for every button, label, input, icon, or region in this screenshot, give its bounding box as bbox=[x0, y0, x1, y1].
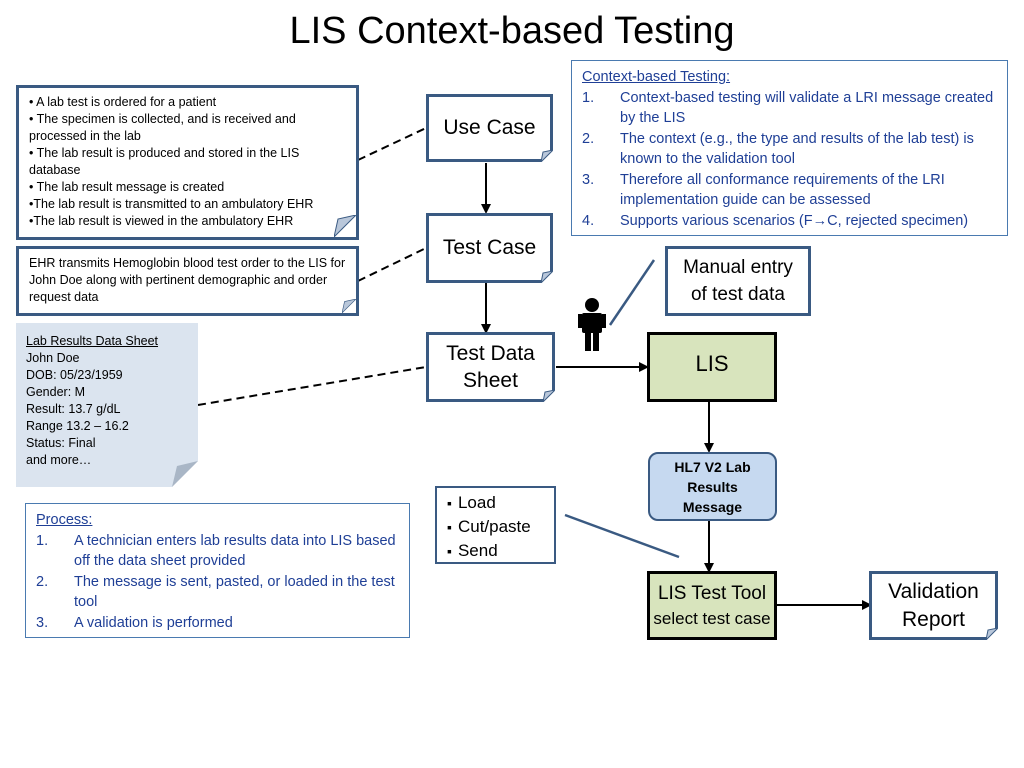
process-box: Process: 1.A technician enters lab resul… bbox=[25, 503, 410, 638]
page-fold-icon bbox=[342, 299, 356, 313]
process-list-item: 3.A validation is performed bbox=[36, 614, 233, 631]
data-sheet-line: John Doe bbox=[26, 351, 80, 365]
data-sheet-heading: Lab Results Data Sheet bbox=[26, 334, 159, 348]
test-case-box: Test Case bbox=[426, 213, 553, 283]
manual-entry-connector bbox=[608, 259, 656, 326]
lis-test-tool-label: LIS Test Tool bbox=[657, 582, 767, 604]
test-case-note-connector bbox=[357, 247, 427, 282]
page-title: LIS Context-based Testing bbox=[289, 10, 735, 52]
context-list-item: 2.The context (e.g., the type and result… bbox=[582, 130, 974, 168]
hl7-message-label: HL7 V2 Lab Results Message bbox=[674, 458, 751, 515]
manual-entry-label: Manual entry of test data bbox=[683, 257, 793, 305]
page-fold-icon bbox=[334, 215, 356, 237]
test-case-note-text: EHR transmits Hemoglobin blood test orde… bbox=[29, 256, 346, 304]
data-sheet-line: Result: 13.7 g/dL bbox=[26, 402, 121, 416]
load-option: Send bbox=[447, 539, 544, 563]
page-fold-icon bbox=[986, 628, 998, 640]
data-sheet-line: and more… bbox=[26, 453, 92, 467]
process-box-heading: Process: bbox=[36, 512, 93, 528]
use-case-note-item: • A lab test is ordered for a patient bbox=[29, 95, 217, 109]
data-sheet-line: Status: Final bbox=[26, 436, 96, 450]
load-option: Cut/paste bbox=[447, 515, 544, 539]
page-fold-icon bbox=[541, 150, 553, 162]
context-box-heading: Context-based Testing: bbox=[582, 69, 731, 85]
load-option: Load bbox=[447, 491, 544, 515]
data-sheet-line: Range 13.2 – 16.2 bbox=[26, 419, 129, 433]
use-case-box: Use Case bbox=[426, 94, 553, 162]
use-case-label: Use Case bbox=[443, 116, 536, 140]
use-case-note-item: •The lab result is transmitted to an amb… bbox=[29, 197, 314, 211]
test-case-label: Test Case bbox=[442, 236, 537, 260]
lis-label: LIS bbox=[695, 351, 729, 376]
manual-entry-box: Manual entry of test data bbox=[665, 246, 811, 316]
page-fold-icon bbox=[541, 271, 553, 283]
test-data-sheet-box: Test Data Sheet bbox=[426, 332, 555, 402]
context-list-item: 1.Context-based testing will validate a … bbox=[582, 89, 994, 127]
use-case-note-item: • The lab result message is created bbox=[29, 180, 225, 194]
use-case-note-item: •The lab result is viewed in the ambulat… bbox=[29, 214, 294, 228]
data-sheet-line: DOB: 05/23/1959 bbox=[26, 368, 123, 382]
process-list-item: 1.A technician enters lab results data i… bbox=[36, 532, 396, 570]
lis-box: LIS bbox=[647, 332, 777, 402]
lis-test-tool-box: LIS Test Tool select test case bbox=[647, 571, 777, 640]
data-sheet-line: Gender: M bbox=[26, 385, 86, 399]
context-list-item: 4.Supports various scenarios (F→C, rejec… bbox=[582, 212, 969, 229]
context-based-testing-box: Context-based Testing: 1.Context-based t… bbox=[571, 60, 1008, 236]
validation-report-box: Validation Report bbox=[869, 571, 998, 640]
test-case-note: EHR transmits Hemoglobin blood test orde… bbox=[16, 246, 359, 316]
load-box-connector bbox=[564, 513, 680, 559]
lab-results-data-sheet: Lab Results Data Sheet John Doe DOB: 05/… bbox=[16, 323, 198, 487]
context-list-item: 3.Therefore all conformance requirements… bbox=[582, 171, 945, 209]
page-fold-icon bbox=[172, 461, 198, 487]
use-case-note-item: • The specimen is collected, and is rece… bbox=[29, 112, 296, 143]
load-options-box: Load Cut/paste Send bbox=[435, 486, 556, 564]
test-data-sheet-label: Test Data Sheet bbox=[446, 341, 535, 392]
hl7-message-box: HL7 V2 Lab Results Message bbox=[648, 452, 777, 521]
person-icon bbox=[578, 298, 606, 351]
use-case-note-item: • The lab result is produced and stored … bbox=[29, 146, 300, 177]
select-test-case-label: select test case bbox=[653, 608, 771, 628]
validation-report-label: Validation Report bbox=[888, 580, 979, 631]
use-case-note-connector bbox=[357, 127, 427, 161]
use-case-note: • A lab test is ordered for a patient • … bbox=[16, 85, 359, 240]
page-fold-icon bbox=[543, 390, 555, 402]
process-list-item: 2.The message is sent, pasted, or loaded… bbox=[36, 573, 395, 611]
data-sheet-connector bbox=[197, 366, 427, 406]
